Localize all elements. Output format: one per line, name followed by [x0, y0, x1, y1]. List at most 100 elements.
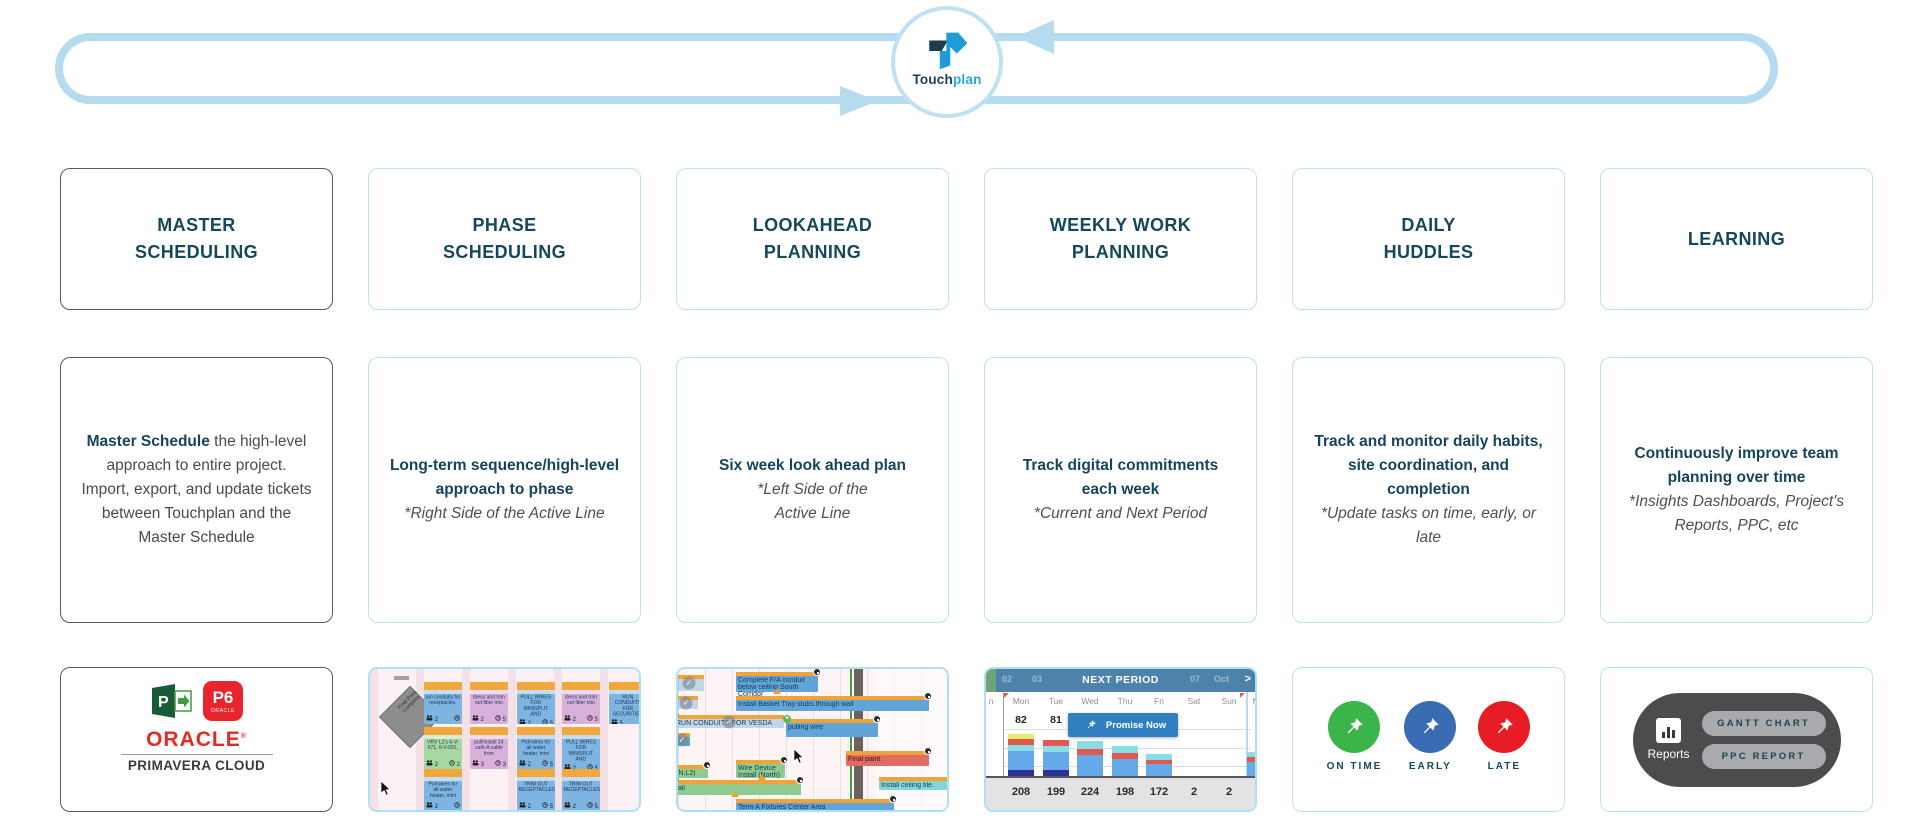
- column-title: LEARNING: [1687, 228, 1786, 249]
- edit-icon: [703, 761, 711, 769]
- day-label: Wed: [1081, 696, 1099, 706]
- bar-segment-blue: [1247, 762, 1255, 776]
- desc-bold-text: Track digital commitments each week: [1022, 456, 1219, 498]
- gantt-bar-header-strip: [786, 719, 878, 723]
- edit-icon: [889, 795, 897, 803]
- desc-phase-scheduling: Long-term sequence/high-level approach t…: [368, 357, 641, 623]
- clock-icon: 5: [542, 719, 553, 724]
- bar-chart-icon: [1656, 718, 1681, 743]
- desc-italic-text: *Left Side of the Active Line: [757, 480, 868, 522]
- bar-segment-red: [1043, 740, 1069, 746]
- board-ticket: SECTOR 1Pull wires for all water heater,…: [424, 769, 462, 810]
- desc-weekly-work-planning: Track digital commitments each week*Curr…: [984, 357, 1257, 623]
- ticket-body: Pull wires for all water heater, mini 2 …: [517, 739, 555, 769]
- crew-icon: 5: [611, 719, 623, 724]
- column-title: WEEKLY WORK PLANNING: [1049, 215, 1192, 262]
- ticket-text: PULL WIRES FOR MINISPLIT AND: [520, 694, 552, 718]
- ticket-text: Pull wires for all water heater, mini: [521, 739, 551, 757]
- ticket-footer: 2 5: [564, 715, 598, 723]
- ticket-date-strip: [424, 777, 462, 781]
- gantt-bar-label: tall: [676, 784, 685, 792]
- bar-segment-red: [1077, 749, 1103, 755]
- divider: [120, 754, 273, 755]
- clock-icon: 5: [542, 802, 553, 810]
- gantt-bar: tall+: [676, 776, 804, 797]
- week-separator: [1003, 692, 1004, 810]
- red-tick: [1004, 693, 1009, 698]
- axis-line: [986, 776, 1255, 778]
- day-ticket-count: 82: [1015, 714, 1027, 726]
- day-total: 2: [1190, 786, 1198, 798]
- desc-bold-text: Continuously improve team planning over …: [1634, 444, 1839, 486]
- ppc-report-button[interactable]: PPC REPORT: [1701, 743, 1826, 769]
- ticket-date-strip: [424, 735, 462, 739]
- ms-project-icon: P: [152, 684, 192, 718]
- pushpin-badge-circle: [1404, 701, 1457, 753]
- crew-icon: 2: [564, 715, 576, 723]
- milestone-tag: [394, 676, 409, 680]
- ticket-body: run conduits for receptacles, 2: [424, 694, 462, 724]
- ticket-date-strip: [424, 690, 462, 694]
- partial-day-total: 1: [1255, 786, 1256, 798]
- day-ticket-count: 81: [1050, 714, 1062, 726]
- ticket-body: TRIM OUT RECEPTACLES 2 5: [517, 781, 555, 810]
- promise-now-button[interactable]: Promise Now: [1068, 713, 1178, 737]
- warn-icon: [758, 774, 767, 780]
- ticket-text: RUN CONDUITS FOR SECURITIES: [612, 694, 641, 718]
- p6-oracle-icon: P6 ORACLE: [203, 681, 243, 721]
- lookahead-gantt-screenshot: Complete F/A conduit below ceiling South…: [676, 667, 949, 812]
- gantt-bar-label: Final paint: [848, 755, 881, 763]
- gantt-bar: Term A Fixtures Center Area: [736, 795, 897, 811]
- partial-ticket-strip: [424, 811, 462, 812]
- partial-ticket-strip: [517, 811, 555, 812]
- ticket-footer: 2 5: [519, 719, 553, 724]
- mouse-cursor: [380, 780, 392, 802]
- ticket-text: dress and trim out fiber into: [564, 694, 597, 706]
- warn-icon: [807, 809, 816, 810]
- clock-icon: 5: [587, 802, 598, 810]
- gantt-bar: Install ceiling tile.: [879, 777, 947, 790]
- bar-segment-cyan: [1043, 746, 1069, 752]
- bar-segment-cyan: [1112, 746, 1138, 753]
- chevron-right-icon[interactable]: >: [1244, 673, 1251, 685]
- ticket-text: dress and trim out fiber into: [472, 694, 505, 706]
- clock-icon: [454, 715, 460, 723]
- bar-segment-blue: [1077, 755, 1103, 776]
- pushpin-badge-circle: [1478, 701, 1531, 753]
- ticket-header: SECTOR 1: [562, 727, 600, 735]
- learning-reports-card: Reports GANTT CHART PPC REPORT: [1600, 667, 1873, 812]
- clock-icon: 3: [495, 760, 506, 768]
- ticket-body: pull/install 24 cat6-A cable from 3 3: [470, 739, 508, 769]
- desc-master-scheduling: Master Schedule the high-level approach …: [60, 357, 333, 623]
- stacked-bar: [1146, 754, 1172, 776]
- ticket-text: run conduits for receptacles,: [425, 694, 461, 706]
- ticket-date-strip: [470, 735, 508, 739]
- gantt-bar-label: Term A Fixtures Center Area: [738, 803, 826, 811]
- column-title: LOOKAHEAD PLANNING: [752, 215, 873, 262]
- partial-day-label: M: [1252, 696, 1255, 706]
- header-phase-scheduling: PHASE SCHEDULING: [368, 168, 641, 310]
- day-label: Mon: [1012, 696, 1030, 706]
- clock-icon: [639, 719, 641, 724]
- status-badge: EARLY: [1404, 701, 1457, 772]
- header-lookahead-planning: LOOKAHEAD PLANNING: [676, 168, 949, 310]
- ticket-date-strip: [517, 690, 555, 694]
- ticket-footer: 2 5: [472, 715, 506, 723]
- ticket-header: SECTOR 1: [424, 769, 462, 777]
- gantt-bar-header-strip: [736, 696, 929, 700]
- bar-segment-navy: [1008, 770, 1034, 776]
- gantt-chart-button[interactable]: GANTT CHART: [1701, 710, 1826, 736]
- ticket-header: SECTOR 1: [562, 682, 600, 690]
- prev-period-tab: [986, 669, 996, 692]
- bar-segment-blue: [1112, 759, 1138, 776]
- desc-learning: Continuously improve team planning over …: [1600, 357, 1873, 623]
- stacked-bar: [1112, 746, 1138, 776]
- gantt-bar-header-strip: [736, 799, 894, 803]
- pushpin-icon: [1424, 718, 1440, 734]
- next-period-title: NEXT PERIOD: [1082, 674, 1159, 686]
- clock-icon: [454, 802, 460, 810]
- badge-label: ON TIME: [1326, 761, 1383, 772]
- ticket-body: PULL WIRES FOR MINISPLIT AND 2 5: [517, 694, 555, 724]
- ticket-text: pull/install 24 cat6-A cable from: [474, 739, 504, 757]
